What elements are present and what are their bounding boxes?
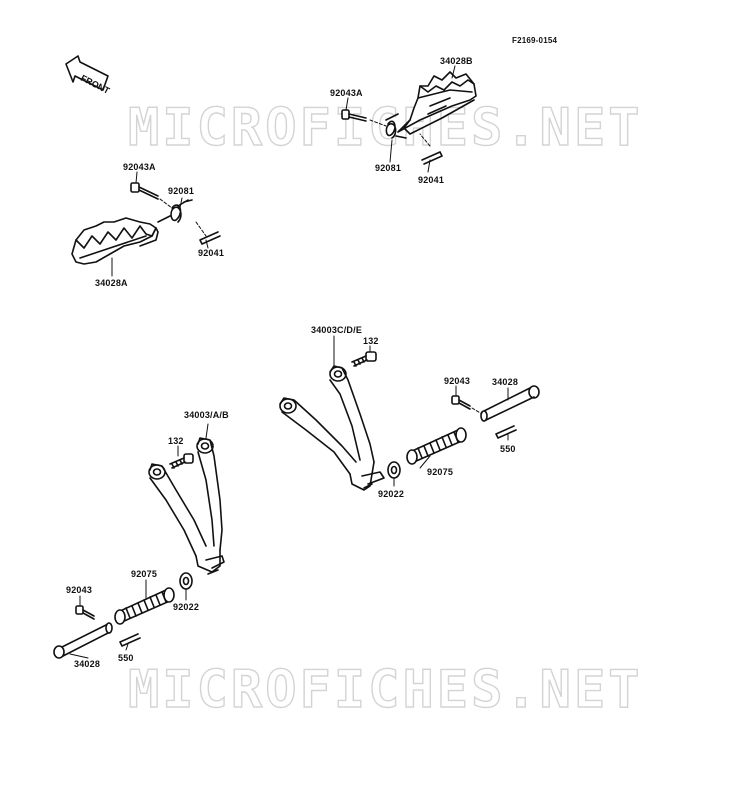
watermark-bottom: MICROFICHES.NET [127,659,643,720]
right-footpeg-assembly [341,71,477,165]
left-rear-bolt [75,605,95,620]
callout-right-peg-bolt: 92043A [330,88,363,98]
left-peg-body [71,217,159,265]
right-rear-rubber [406,427,467,465]
left-peg-bolt [130,182,159,200]
right-rear-bracket [279,365,385,491]
right-bracket-bolt [351,351,377,367]
callout-left-rear-rubber: 92075 [131,569,158,579]
callout-left-rear-shaft: 34028 [74,659,101,669]
callout-right-peg-pin: 92041 [418,175,445,185]
right-peg-bolt [341,109,367,122]
front-arrow-icon: FRONT [65,55,112,96]
left-rear-cotter [119,633,141,647]
watermark-top: MICROFICHES.NET [127,97,643,158]
right-peg-pin [421,151,443,165]
left-footpeg-assembly [71,182,221,265]
right-peg-body [397,71,477,135]
right-rear-bolt [451,395,471,410]
left-rear-bracket [148,437,225,575]
callout-right-rear-bolt: 92043 [444,376,471,386]
left-rear-washer [179,572,193,590]
left-peg-pin [199,231,221,245]
callout-right-rear-rubber: 92075 [427,467,454,477]
left-bracket-bolt [169,453,194,469]
left-peg-spring [157,199,193,223]
right-rear-washer [387,461,401,479]
callout-right-rear-washer: 92022 [378,489,405,499]
leader-lines [69,65,509,659]
callout-right-bracket: 34003C/D/E [311,325,363,335]
callout-right-rear-shaft: 34028 [492,377,519,387]
right-rear-shaft [480,385,540,422]
left-rear-rubber [114,587,175,625]
callout-left-bracket: 34003/A/B [184,410,229,420]
callout-left-peg: 34028A [95,278,128,288]
callout-right-peg-spring: 92081 [375,163,402,173]
callout-left-peg-pin: 92041 [198,248,225,258]
callout-left-rear-cotter: 550 [118,653,134,663]
callout-left-peg-bolt: 92043A [123,162,156,172]
figure-code: F2169-0154 [512,36,558,45]
callout-left-peg-spring: 92081 [168,186,195,196]
right-rear-cotter [495,425,517,439]
callout-left-rear-washer: 92022 [173,602,200,612]
left-rear-shaft [53,622,113,659]
callout-left-rear-bolt: 92043 [66,585,93,595]
callout-left-bracket-bolt: 132 [168,436,184,446]
callout-right-bracket-bolt: 132 [363,336,379,346]
callout-right-peg: 34028B [440,56,473,66]
left-rear-bracket-assembly [53,437,225,659]
right-peg-spring [385,113,407,139]
callout-right-rear-cotter: 550 [500,444,516,454]
right-rear-bracket-assembly [279,351,540,491]
